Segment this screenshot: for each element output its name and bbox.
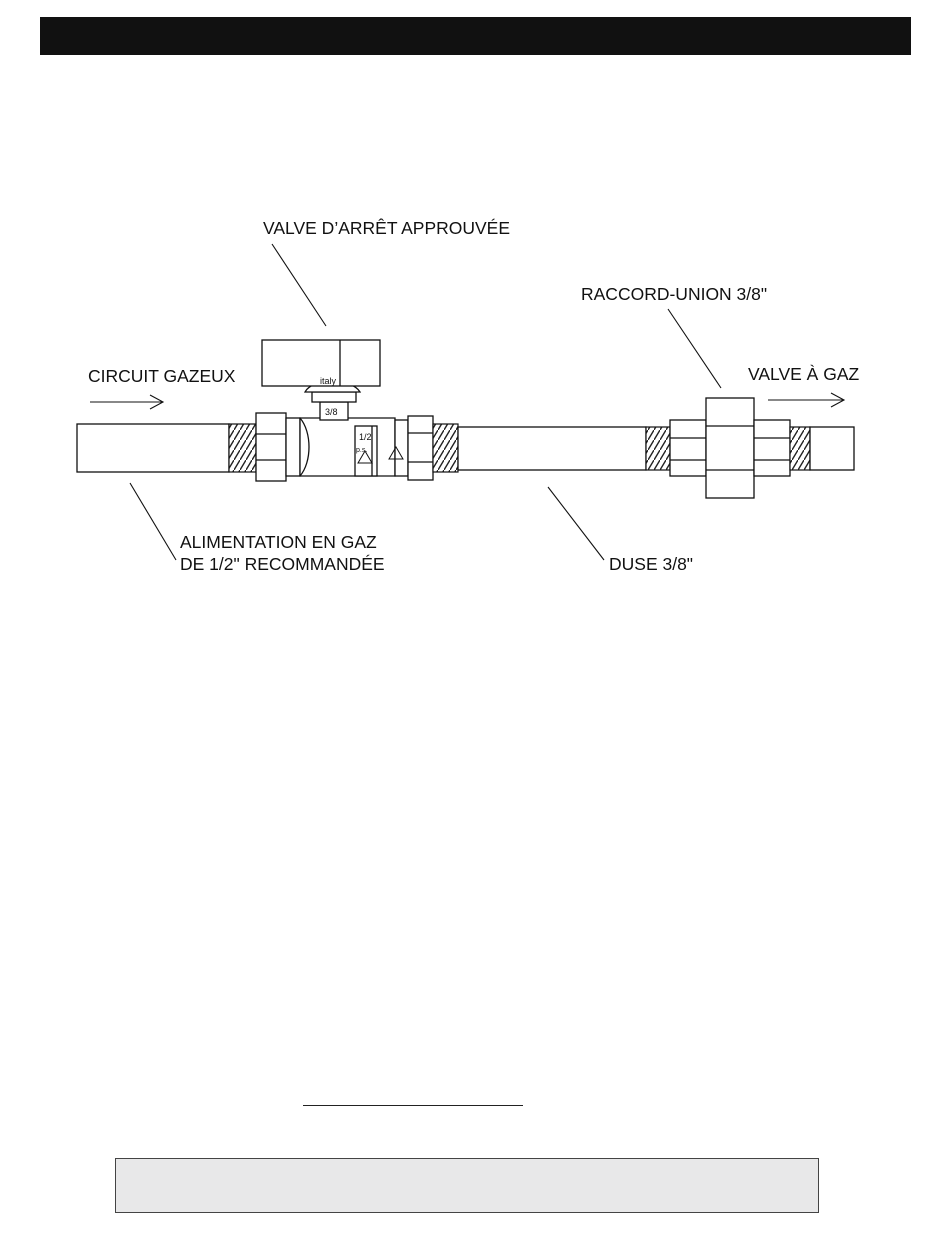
label-supply-line1: ALIMENTATION EN GAZ xyxy=(180,532,377,552)
shutoff-valve xyxy=(256,340,433,481)
label-supply-line2: DE 1/2" RECOMMANDÉE xyxy=(180,554,385,574)
nozzle-threads xyxy=(646,427,670,470)
note-box xyxy=(115,1158,819,1213)
horizontal-rule xyxy=(303,1105,523,1106)
outlet-pipe xyxy=(810,427,854,470)
gas-connection-diagram: VALVE D’ARRÊT APPROUVÉE RACCORD-UNION 3/… xyxy=(0,0,950,620)
valve-size-marking: 3/8 xyxy=(325,407,338,417)
label-shutoff-valve: VALVE D’ARRÊT APPROUVÉE xyxy=(263,218,510,238)
union-fitting xyxy=(670,398,790,498)
valve-ps-marking: p.s. xyxy=(356,447,367,454)
leader-shutoff-valve xyxy=(272,244,326,326)
valve-outlet-threads xyxy=(433,424,458,472)
label-gas-circuit: CIRCUIT GAZEUX xyxy=(88,366,236,386)
label-gas-valve: VALVE À GAZ xyxy=(748,364,860,384)
label-nozzle: DUSE 3/8" xyxy=(609,554,693,574)
outlet-threads xyxy=(790,427,810,470)
supply-pipe xyxy=(77,424,229,472)
nozzle-pipe xyxy=(458,427,646,470)
leader-nozzle xyxy=(548,487,604,560)
flow-arrow-out xyxy=(768,393,844,407)
label-union: RACCORD-UNION 3/8" xyxy=(581,284,767,304)
leader-supply xyxy=(130,483,176,560)
valve-brand-marking: italy xyxy=(320,376,337,386)
supply-threads xyxy=(229,424,256,472)
valve-inlet-marking: 1/2 xyxy=(359,432,372,442)
flow-arrow-in xyxy=(90,395,163,409)
leader-union xyxy=(668,309,721,388)
